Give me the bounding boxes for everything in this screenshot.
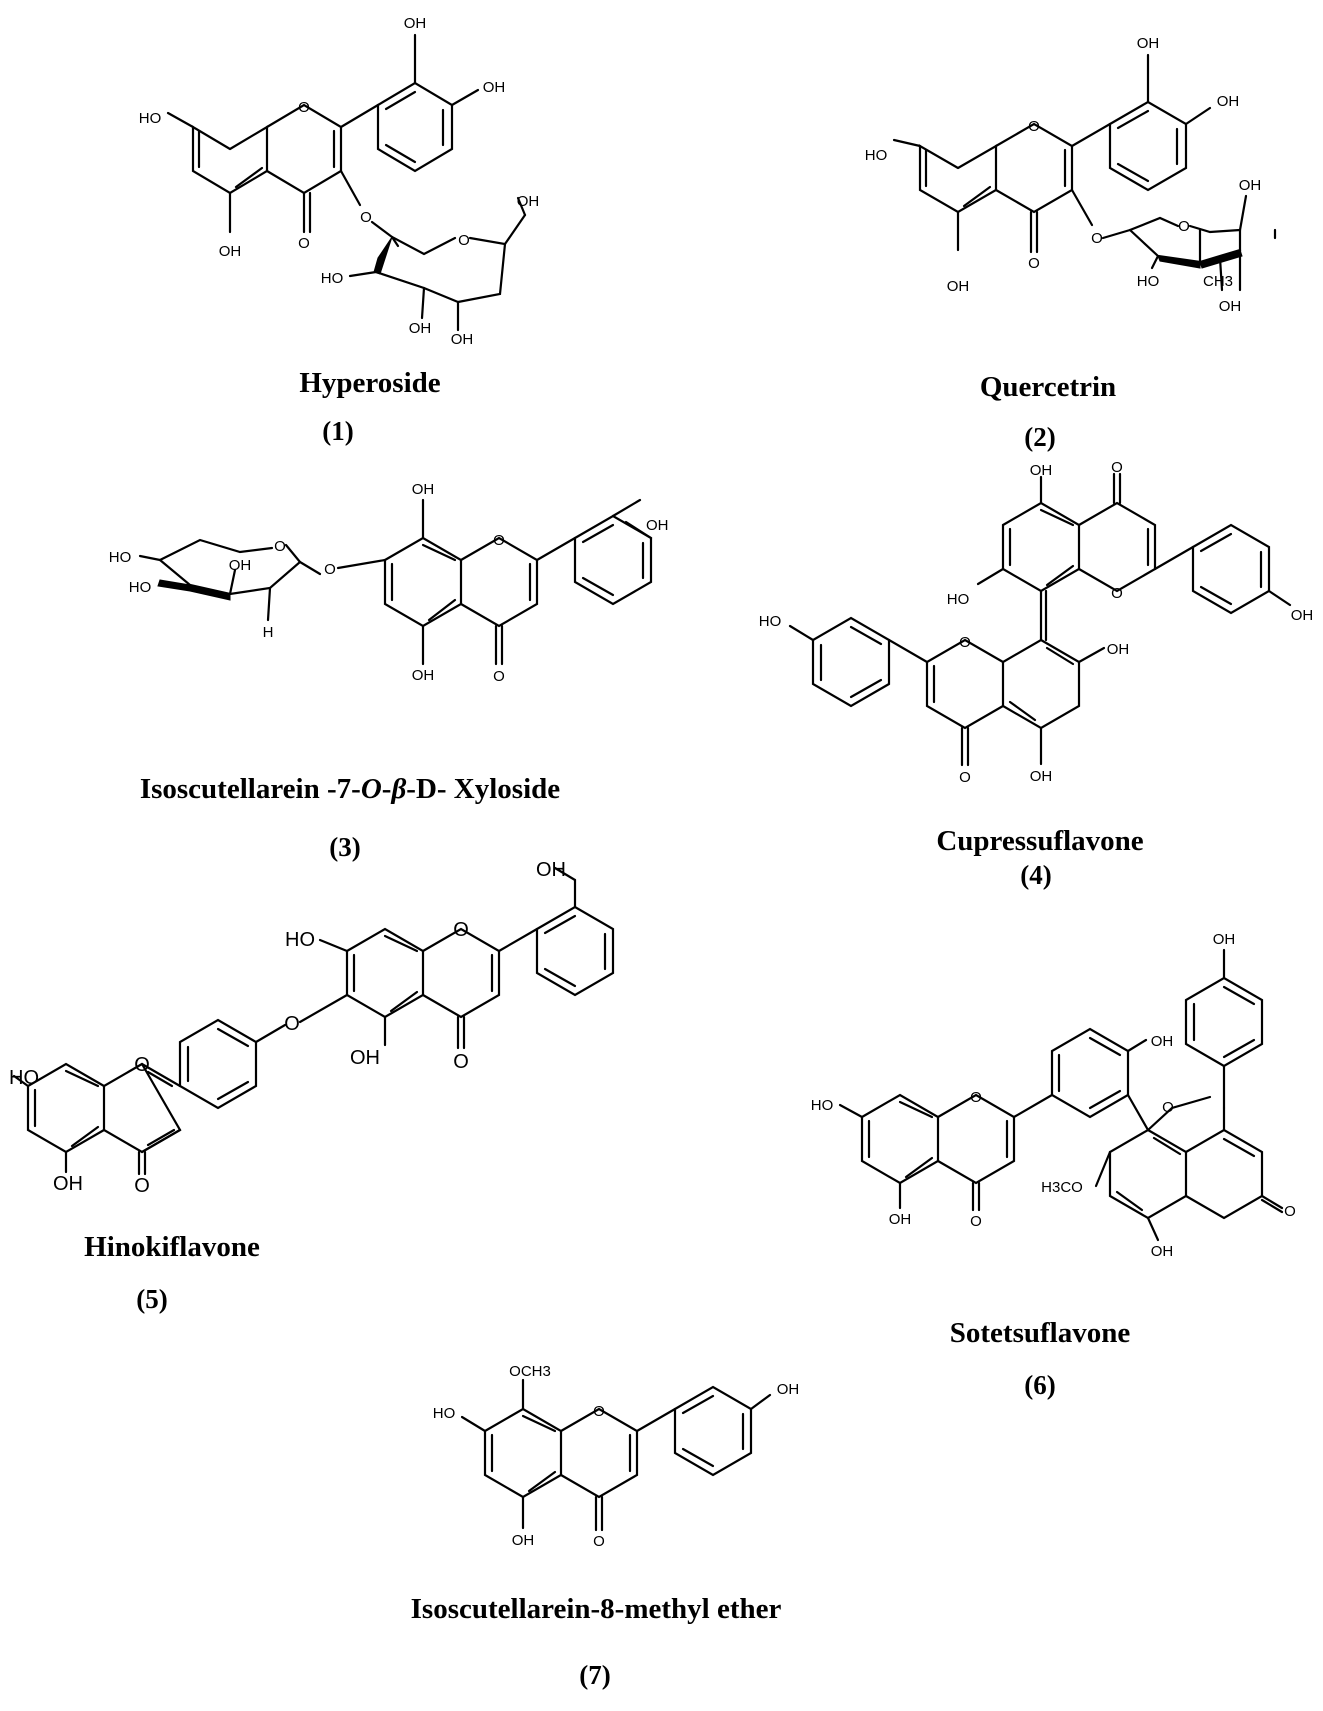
atom-label: OCH3 [509,1363,551,1380]
atom-label: OH [1151,1243,1174,1260]
atom-label: OH [483,79,506,96]
structure-cupressuflavone: OH O HO O OH O OH OH O HO [759,459,1314,786]
atom-label: O [274,538,286,555]
atom-label: CH3 [1203,273,1233,290]
compound-number-3: (3) [329,832,360,862]
atom-label: HO [1137,273,1160,290]
structure-hyperoside: O O OH OH HO OH O O HO OH OH OH [139,15,540,348]
compound-number-1: (1) [322,416,353,446]
atom-label: OH [1239,177,1262,194]
atom-label: HO [9,1067,39,1089]
compound-number-2: (2) [1024,422,1055,452]
compound-number-6: (6) [1024,1370,1055,1400]
structure-sotetsuflavone: OH OH O O HO OH O H3CO OH O [811,931,1296,1260]
atom-label: O [298,99,310,116]
atom-label: O [959,634,971,651]
atom-label: OH [229,557,252,574]
compound-name-2: Quercetrin [980,371,1116,403]
atom-label: OH [1219,298,1242,315]
atom-label: O [970,1213,982,1230]
atom-label: OH [1107,641,1130,658]
atom-label: OH [777,1381,800,1398]
compound-number-5: (5) [136,1284,167,1314]
atom-label: O [298,235,310,252]
atom-label: O [493,668,505,685]
atom-label: OH [1151,1033,1174,1050]
atom-label: OH [1030,768,1053,785]
atom-label: OH [1217,93,1240,110]
atom-label: HO [129,579,152,596]
atom-label: OH [517,193,540,210]
atom-label: OH [219,243,242,260]
atom-label: O [1028,118,1040,135]
atom-label: OH [404,15,427,32]
atom-label: HO [321,270,344,287]
structure-hinokiflavone: O O OH HO OH O O HO OH O [9,859,615,1197]
atom-label: O [593,1403,605,1420]
atom-label: HO [865,147,888,164]
atom-label: HO [109,549,132,566]
atom-label: O [284,1013,300,1035]
compound-name-5: Hinokiflavone [84,1231,260,1263]
compound-name-3: Isoscutellarein -7-O-β-D- Xyloside [140,773,560,805]
compound-name-4: Cupressuflavone [936,825,1143,857]
atom-label: O [453,1051,469,1073]
atom-label: O [1028,255,1040,272]
atom-label: HO [433,1405,456,1422]
atom-label: O [1178,218,1190,235]
compound-number-4: (4) [1020,860,1051,890]
atom-label: OH [412,667,435,684]
atom-label: OH [1137,35,1160,52]
atom-label: OH [889,1211,912,1228]
atom-label: O [970,1089,982,1106]
atom-label: O [1162,1099,1174,1116]
structure-quercetrin: O O OH OH HO OH O O HO CH3 OH OH [865,35,1277,315]
atom-label: O [453,919,469,941]
compound-name-1: Hyperoside [299,367,440,399]
atom-label: OH [512,1532,535,1549]
atom-label: H [263,624,274,641]
atom-label: OH [1030,462,1053,479]
atom-label: OH [409,320,432,337]
structure-isoscutellarein-methyl-ether: O OCH3 HO OH O OH [433,1363,800,1550]
atom-label: OH [350,1047,380,1069]
atom-label: OH [536,859,566,881]
atom-label: OH [53,1173,83,1195]
atom-label: O [458,232,470,249]
compound-name-7: Isoscutellarein-8-methyl ether [411,1593,782,1625]
atom-label: O [134,1175,150,1197]
atom-label: OH [646,517,669,534]
atom-label: O [959,769,971,786]
atom-label: HO [285,929,315,951]
atom-label: H3CO [1041,1179,1083,1196]
atom-label: O [324,561,336,578]
atom-label: O [1091,230,1103,247]
compound-name-6: Sotetsuflavone [950,1317,1131,1349]
atom-label: HO [139,110,162,127]
atom-label: OH [1291,607,1314,624]
atom-label: O [1284,1203,1296,1220]
atom-label: OH [412,481,435,498]
atom-label: O [134,1054,150,1076]
atom-label: HO [947,591,970,608]
atom-label: O [1111,585,1123,602]
atom-label: O [1111,459,1123,476]
compound-number-7: (7) [579,1660,610,1690]
atom-label: O [360,209,372,226]
atom-label: O [493,532,505,549]
structure-isoscutellarein-xyloside: O O OH OH OH O O HO HO OH H [109,481,669,685]
atom-label: HO [811,1097,834,1114]
atom-label: OH [451,331,474,348]
atom-label: OH [947,278,970,295]
atom-label: O [593,1533,605,1550]
atom-label: OH [1213,931,1236,948]
atom-label: HO [759,613,782,630]
